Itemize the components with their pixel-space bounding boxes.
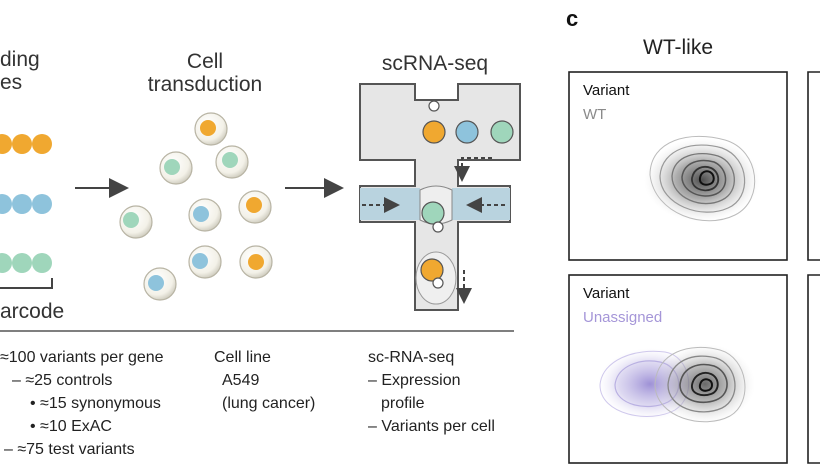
transduction-header-line1: Cell [186, 50, 224, 73]
scrna-heading: sc-RNA-seq [368, 349, 455, 366]
cell [194, 112, 228, 146]
cell [143, 267, 177, 301]
orange-bead [422, 120, 446, 144]
scrna-column: sc-RNA-seq – Expression profile – Varian… [368, 346, 495, 438]
wt-box-sublabel: WT [583, 106, 607, 123]
orange-dot [32, 134, 52, 154]
unassigned-box-sublabel: Unassigned [583, 309, 663, 326]
unassigned-density-contours [598, 344, 755, 424]
wt-box-label: Variant [583, 82, 630, 99]
green-dot [32, 253, 52, 273]
blue-bead [455, 120, 479, 144]
scrna-header: scRNA-seq [381, 52, 489, 75]
microfluidic-device [359, 83, 521, 311]
orange-dot [12, 134, 32, 154]
variants-column: ≈100 variants per gene – ≈25 controls • … [0, 346, 164, 461]
library-header: ding es [0, 48, 40, 94]
cell [239, 245, 273, 279]
bead [432, 277, 444, 289]
variants-exac: • ≈10 ExAC [30, 418, 112, 435]
orange-bead-droplet [420, 258, 444, 282]
cell-line-heading: Cell line [214, 349, 271, 366]
green-dot [0, 253, 12, 273]
cell-line-name: A549 [222, 372, 260, 389]
wt-density-contours [644, 135, 760, 222]
orange-dot [0, 134, 12, 154]
cell [238, 190, 272, 224]
cropped-box-bottom [807, 274, 820, 464]
cell-line-column: Cell line A549 (lung cancer) [214, 346, 315, 415]
cell [188, 198, 222, 232]
cell [159, 151, 193, 185]
blue-dot [0, 194, 12, 214]
unassigned-box-label: Variant [583, 285, 630, 302]
cell [215, 145, 249, 179]
barcode-label: arcode [0, 300, 65, 323]
scrna-variants: – Variants per cell [368, 418, 495, 435]
variants-test: – ≈75 test variants [4, 441, 135, 458]
green-bead-droplet [421, 201, 445, 225]
variants-synonymous: • ≈15 synonymous [30, 395, 161, 412]
flow-arrow-top [454, 157, 492, 182]
blue-dot [32, 194, 52, 214]
transduced-cells [119, 112, 273, 301]
cell-line-type: (lung cancer) [222, 395, 316, 412]
green-dot [12, 253, 32, 273]
barcode-bracket [0, 278, 53, 289]
bead [428, 100, 440, 112]
panel-letter-c: c [566, 6, 579, 31]
transduction-header-line2: transduction [147, 73, 263, 96]
blue-dot [12, 194, 32, 214]
transduction-header: Cell transduction [130, 50, 280, 96]
wt-like-title: WT-like [643, 36, 713, 59]
bead [432, 221, 444, 233]
scrna-profile: profile [381, 395, 425, 412]
cell [188, 245, 222, 279]
variants-controls: – ≈25 controls [12, 372, 113, 389]
green-bead [490, 120, 514, 144]
scrna-expression: – Expression [368, 372, 461, 389]
library-header-line2: es [0, 71, 23, 94]
cell [119, 205, 153, 239]
cropped-box-top [807, 71, 820, 261]
library-dots [0, 134, 52, 273]
library-header-line1: ding [0, 48, 40, 71]
variants-total: ≈100 variants per gene [0, 349, 164, 366]
